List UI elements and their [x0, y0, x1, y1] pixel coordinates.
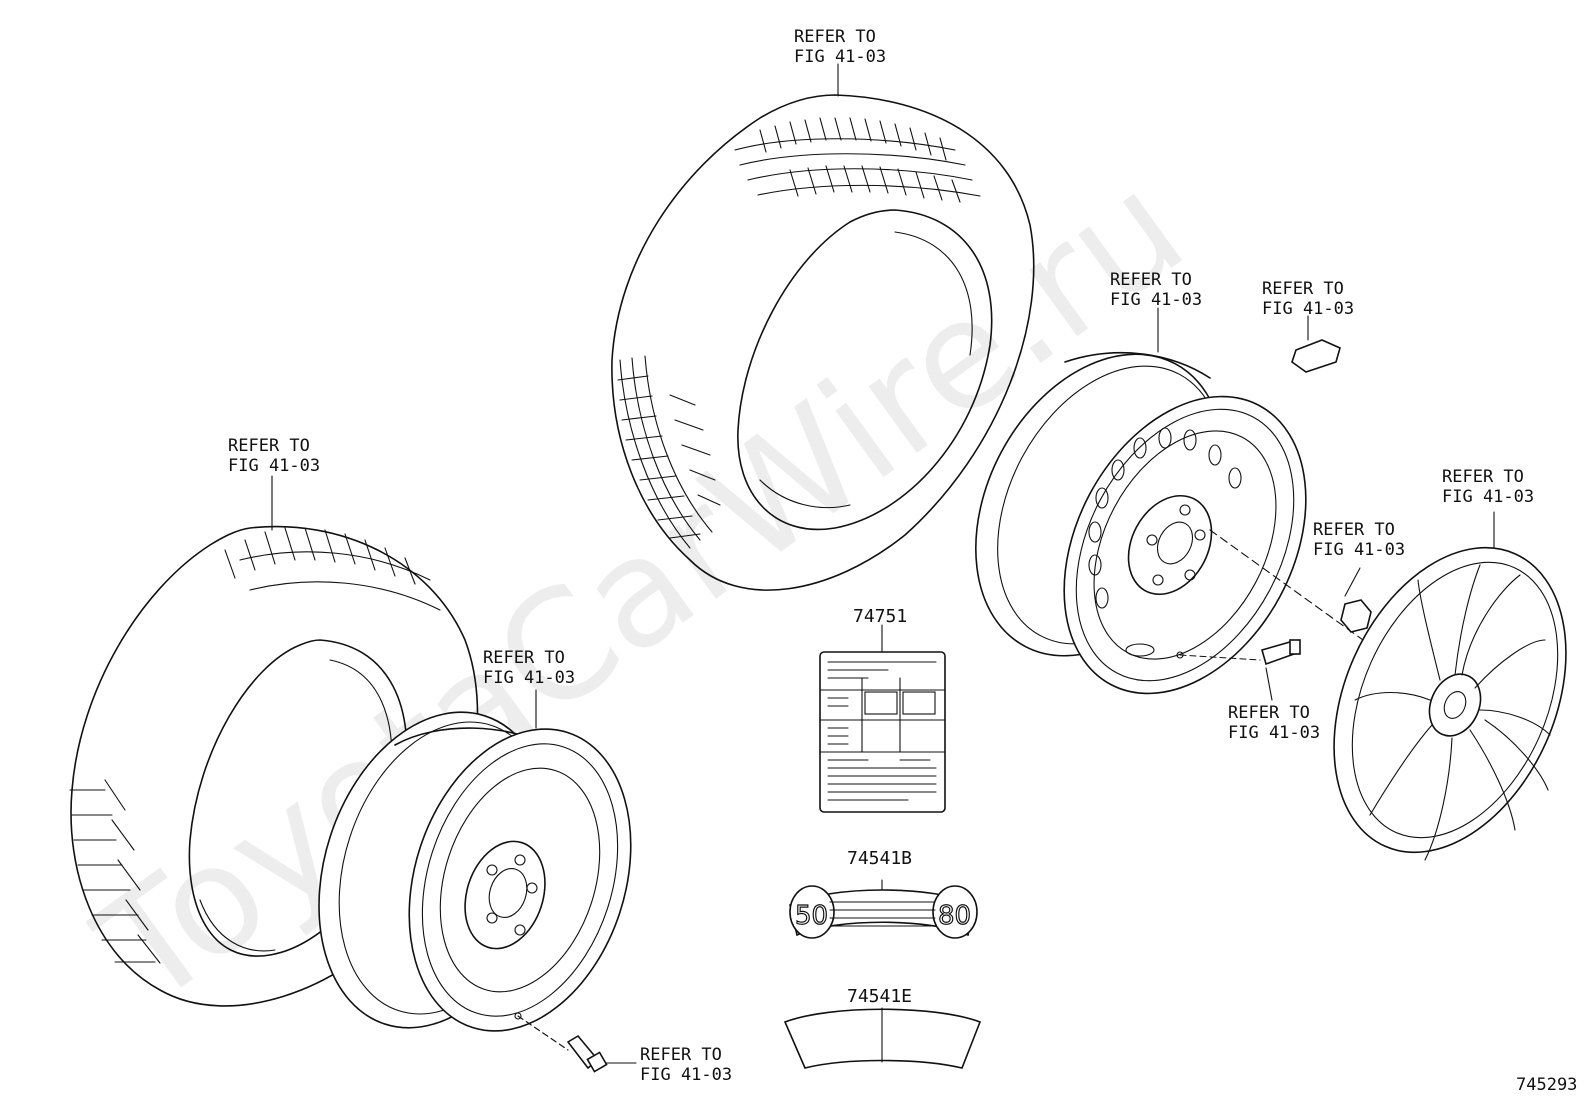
- right-wheel-vent-holes: [1088, 427, 1242, 657]
- callout-balance-weight-line2: FIG 41-03: [1262, 299, 1354, 319]
- part-number-74541e: 74541E: [847, 986, 912, 1007]
- callout-balance-weight-line1: REFER TO: [1262, 279, 1344, 299]
- callout-right-wheel-line1: REFER TO: [1110, 270, 1192, 290]
- callout-top-tire-line2: FIG 41-03: [794, 47, 886, 67]
- tire-pressure-label: [819, 624, 946, 813]
- callout-right-valve-line2: FIG 41-03: [1228, 723, 1320, 743]
- top-tire-tread: [759, 117, 961, 203]
- balance-weight: [1291, 315, 1341, 373]
- callout-right-wheel-line2: FIG 41-03: [1110, 290, 1202, 310]
- callout-top-tire-line1: REFER TO: [794, 27, 876, 47]
- right-valve-stem: [1179, 639, 1301, 701]
- top-tire-side-tread: [617, 375, 721, 539]
- size-emblem-e: [783, 1007, 982, 1069]
- wheel-cap-spokes: [1354, 564, 1551, 861]
- wheel-cap: [1333, 511, 1567, 861]
- callout-hub-nut-line2: FIG 41-03: [1313, 540, 1405, 560]
- callout-hub-nut-line1: REFER TO: [1313, 520, 1395, 540]
- callout-left-valve-line2: FIG 41-03: [640, 1065, 732, 1085]
- callout-left-wheel-line1: REFER TO: [483, 648, 565, 668]
- callout-left-valve-line1: REFER TO: [640, 1045, 722, 1065]
- right-wheel: [975, 307, 1307, 695]
- figure-id: 745293: [1516, 1075, 1577, 1095]
- part-number-74751: 74751: [853, 606, 907, 627]
- part-number-74541b: 74541B: [847, 848, 912, 869]
- left-wheel: [318, 689, 632, 1032]
- emblem-b-digit-right: 80: [938, 901, 971, 931]
- left-valve-stem: [517, 1015, 637, 1073]
- callout-wheel-cap-line1: REFER TO: [1442, 467, 1524, 487]
- hub-nut: [1209, 529, 1372, 646]
- left-tire-tread: [69, 527, 441, 964]
- size-emblem-b: [789, 879, 978, 939]
- top-tire: [611, 63, 1035, 591]
- callout-left-tire-line2: FIG 41-03: [228, 456, 320, 476]
- callout-right-valve-line1: REFER TO: [1228, 703, 1310, 723]
- emblem-b-digit-left: 50: [795, 901, 828, 931]
- callout-left-tire-line1: REFER TO: [228, 436, 310, 456]
- callout-wheel-cap-line2: FIG 41-03: [1442, 487, 1534, 507]
- callout-left-wheel-line2: FIG 41-03: [483, 668, 575, 688]
